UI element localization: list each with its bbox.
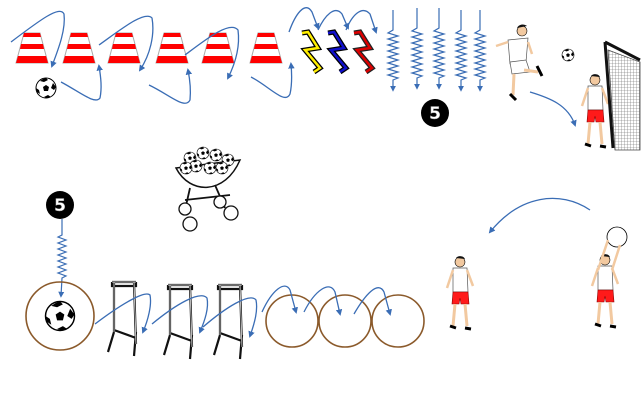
cone [201,32,235,64]
cone [62,32,96,64]
hop-arrows [94,285,392,338]
start-ring [25,281,95,351]
agility-hurdles [300,29,376,75]
repetition-badge: 5 [421,99,449,127]
soccer-ball-icon [35,77,57,99]
player-throwing [590,226,628,329]
player-receiving [445,254,475,331]
repetition-badge: 5 [46,191,74,219]
throw-arrow [488,197,591,234]
mini-hurdles [106,280,244,361]
ball-cart [174,146,242,232]
cone [15,32,49,64]
soccer-ball-icon [561,48,575,62]
cone [155,32,189,64]
cone [249,32,283,64]
goal-net [603,40,641,151]
spring-arrow [56,219,68,298]
badge-label: 5 [429,104,441,124]
shot-arrow [529,91,577,127]
cone-row [15,32,283,64]
badge-label: 5 [54,196,66,216]
dribble-arrows [10,7,378,104]
cone [107,32,141,64]
soccer-ball-icon [44,300,76,332]
player-kicking [495,24,544,102]
agility-rings [265,294,425,348]
goalkeeper [580,72,610,149]
skipping-springs [388,8,485,90]
